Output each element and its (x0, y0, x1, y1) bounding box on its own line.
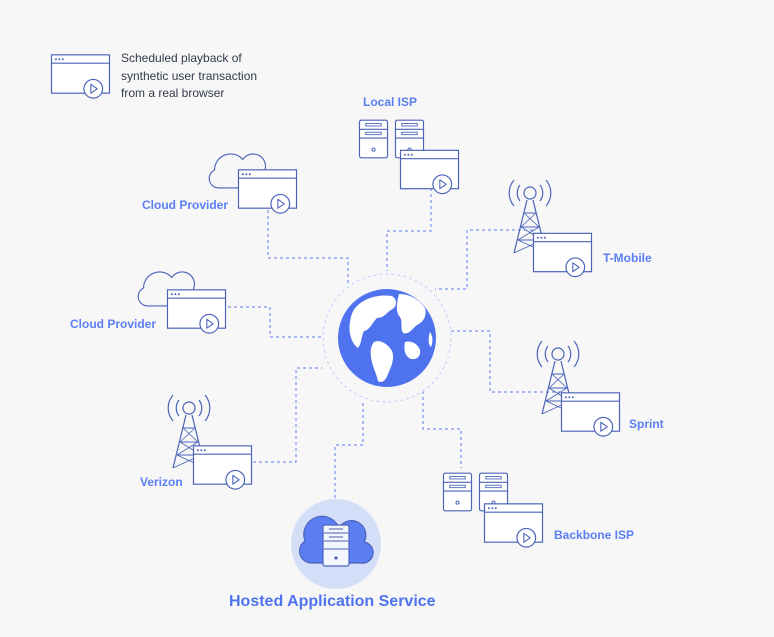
node-local-isp (358, 119, 460, 195)
node-backbone-isp (442, 472, 544, 548)
browser-playback-icon (532, 232, 593, 278)
label-verizon: Verizon (140, 475, 183, 489)
label-local-isp: Local ISP (363, 95, 418, 109)
server-icon (322, 524, 350, 567)
connector-cloud-provider-mid (228, 306, 322, 338)
connector-lines (228, 188, 562, 500)
server-icon (442, 472, 473, 512)
hosted-service-node (291, 499, 381, 589)
connector-cloud-provider-top (267, 210, 349, 285)
connector-t-mobile (435, 229, 533, 290)
label-cloud-provider-mid: Cloud Provider (70, 317, 157, 331)
connector-backbone-isp (422, 391, 462, 468)
node-sprint (536, 340, 621, 437)
hosted-service-title: Hosted Application Service (229, 593, 436, 610)
connector-verizon (253, 367, 322, 463)
connector-local-isp (386, 188, 432, 271)
browser-playback-icon (237, 169, 298, 214)
label-sprint: Sprint (629, 417, 664, 431)
node-t-mobile (508, 179, 593, 278)
browser-playback-icon (166, 289, 227, 334)
label-t-mobile: T-Mobile (603, 251, 652, 265)
label-cloud-provider-top: Cloud Provider (142, 198, 229, 212)
browser-playback-icon (50, 54, 111, 99)
globe-icon (338, 289, 436, 387)
browser-playback-icon (560, 392, 621, 437)
connector-sprint (451, 330, 562, 393)
label-backbone-isp: Backbone ISP (554, 528, 635, 542)
connector-hosted-service (334, 403, 364, 500)
legend-description: Scheduled playback of synthetic user tra… (121, 51, 258, 100)
browser-playback-icon (399, 149, 460, 195)
internet-hub (322, 273, 452, 403)
browser-playback-icon (483, 503, 544, 548)
server-icon (358, 119, 389, 159)
browser-playback-icon (192, 445, 253, 490)
